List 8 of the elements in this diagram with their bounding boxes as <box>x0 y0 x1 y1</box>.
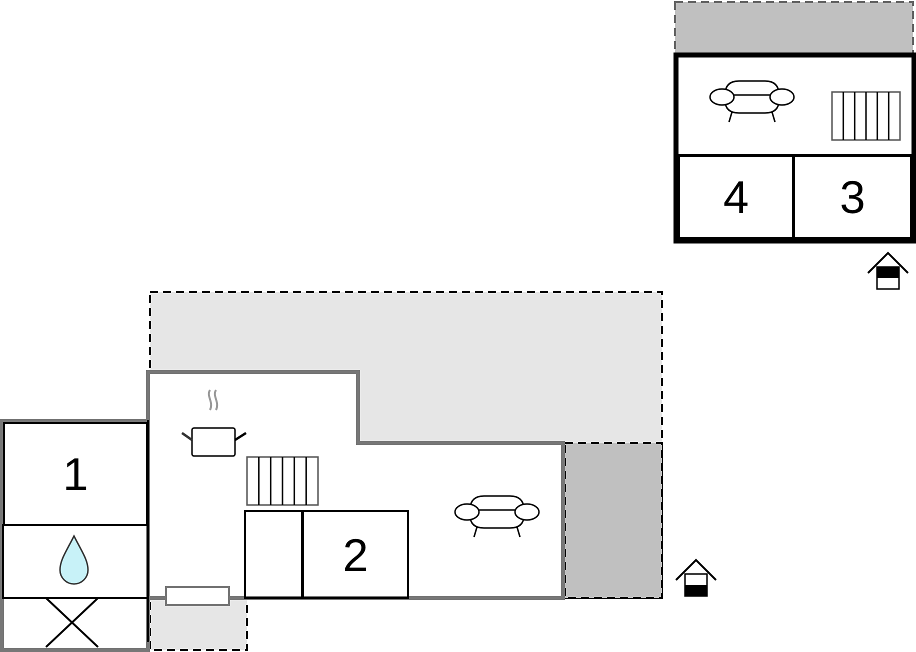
room-outline <box>793 155 912 239</box>
room-outline <box>302 510 409 599</box>
room-number: 2 <box>342 532 368 578</box>
room-number: 1 <box>62 451 88 497</box>
room-number: 3 <box>840 174 866 220</box>
room-outline <box>678 155 794 239</box>
room-outline <box>3 422 148 526</box>
room-number: 4 <box>723 174 749 220</box>
